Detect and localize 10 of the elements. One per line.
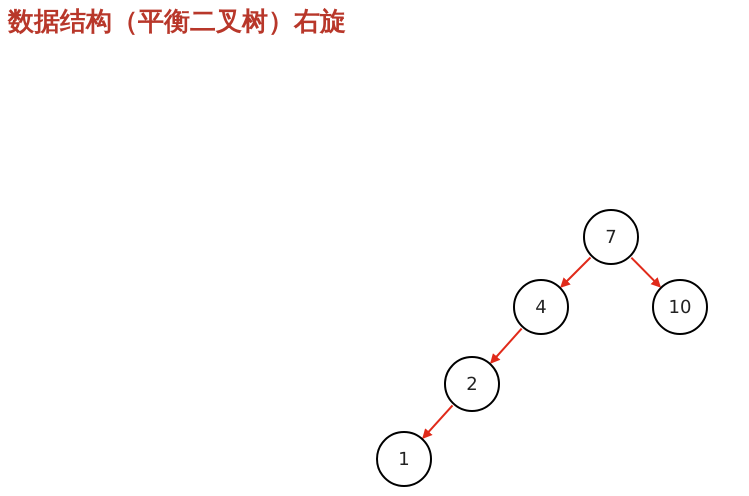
arrow xyxy=(560,256,592,288)
tree-node: 4 xyxy=(513,279,569,335)
tree-node: 1 xyxy=(376,431,432,487)
tree-node: 7 xyxy=(583,209,639,265)
tree-node: 2 xyxy=(444,356,500,412)
arrow xyxy=(422,404,454,439)
arrow xyxy=(630,256,662,288)
title: 数据结构（平衡二叉树）右旋 xyxy=(8,6,346,39)
tree-node: 10 xyxy=(652,279,708,335)
arrow xyxy=(490,328,522,364)
